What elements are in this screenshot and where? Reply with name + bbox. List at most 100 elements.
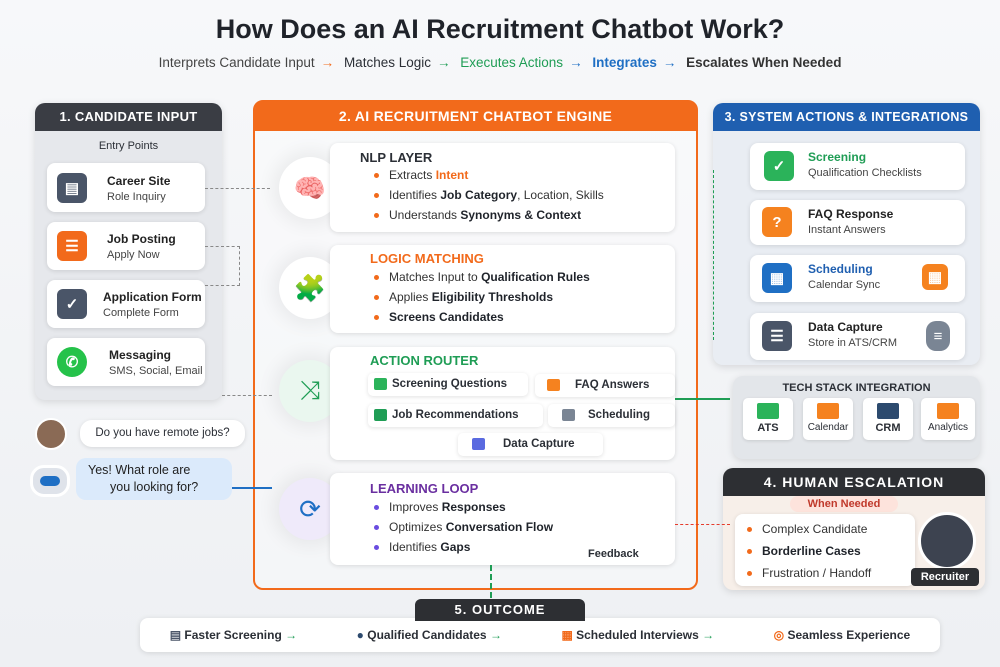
escalation-list: Complex Candidate Borderline Cases Frust… [735,514,915,586]
clipboard-icon: ☰ [57,231,87,261]
flow-step: Interprets Candidate Input [158,55,315,70]
chip-scheduling[interactable]: Scheduling [548,404,675,427]
section-title: LOGIC MATCHING [370,251,484,266]
panel-header: 3. SYSTEM ACTIONS & INTEGRATIONS [713,103,980,131]
panel-header: 4. HUMAN ESCALATION [723,468,985,496]
card-subtitle: SMS, Social, Email [109,365,203,377]
bot-avatar [30,465,70,497]
question-bubble-icon: ? [762,207,792,237]
bullet-list: Matches Input to Qualification Rules App… [374,267,590,327]
when-needed-badge: When Needed [790,496,898,512]
outcome-header: 5. OUTCOME [415,599,585,621]
bullet-bold: Job Category [440,188,518,202]
action-router-card: ACTION ROUTER Screening Questions FAQ An… [330,347,675,460]
tech-crm[interactable]: CRM [863,398,913,440]
target-icon: ◎ [773,628,788,642]
form-check-icon: ✓ [57,289,87,319]
bullet-bold: Gaps [440,540,471,554]
ats-icon [757,403,779,419]
escalation-item: Borderline Cases [762,544,861,558]
tech-label: CRM [875,422,901,434]
chip-data-capture[interactable]: Data Capture [458,433,603,456]
bullet-list: Improves Responses Optimizes Conversatio… [374,497,553,557]
user-chat-bubble: Do you have remote jobs? [80,420,245,447]
browser-icon: ▤ [57,173,87,203]
bullet-text: Identifies [389,540,441,554]
tech-analytics[interactable]: Analytics [921,398,975,440]
card-subtitle: Calendar Sync [808,279,881,291]
card-title: Career Site [107,174,171,188]
candidate-avatar [35,418,67,450]
arrow-icon: → [320,55,335,70]
checklist-icon: ✓ [764,151,794,181]
recruiter-avatar [918,512,976,570]
user-icon: ● [356,628,368,642]
section-title: ACTION ROUTER [370,353,479,368]
chip-faq-answers[interactable]: FAQ Answers [535,374,675,397]
calendar-icon: ▦ [762,263,792,293]
bullet-text: Optimizes [389,520,446,534]
outcome-item: ● Qualified Candidates → [356,628,502,642]
bullet-bold: Intent [435,168,469,182]
recruiter-label: Recruiter [911,568,979,586]
outcome-bar: ▤ Faster Screening → ● Qualified Candida… [140,618,940,652]
page-title: How Does an AI Recruitment Chatbot Work? [215,14,785,44]
escalation-item: Complex Candidate [762,522,868,536]
bullet-text: Understands [389,208,461,222]
bullet-text: Identifies [389,188,441,202]
tech-label: Analytics [927,422,968,433]
human-escalation-panel: 4. HUMAN ESCALATION When Needed Complex … [723,468,985,590]
card-subtitle: Qualification Checklists [808,167,922,179]
connector [490,565,492,598]
bullet-bold: Screens Candidates [389,310,504,324]
card-title: Job Posting [107,232,176,246]
bullet-text: Applies [389,290,432,304]
tech-calendar[interactable]: Calendar [803,398,853,440]
chip-label: Data Capture [503,438,575,450]
card-title: Messaging [109,348,172,362]
outcome-item: ▤ Faster Screening → [169,628,298,642]
panel-header: 2. AI RECRUITMENT CHATBOT ENGINE [255,101,696,131]
flow-step: Escalates When Needed [686,55,842,70]
connector [232,487,272,489]
arrow-icon: → [436,55,451,70]
bullet-bold: Conversation Flow [445,520,554,534]
panel-header: 1. CANDIDATE INPUT [35,103,222,131]
section-title: TECH STACK INTEGRATION [782,382,931,394]
tech-label: Calendar [807,422,849,433]
bullet-text: Extracts [389,168,436,182]
message-icon [374,378,387,390]
flow-step: Matches Logic [343,55,431,70]
chip-label: FAQ Answers [575,379,650,391]
chip-job-recommendations[interactable]: Job Recommendations [368,404,543,427]
chip-screening-questions[interactable]: Screening Questions [368,373,528,396]
escalation-item: Frustration / Handoff [762,566,872,580]
checklist-icon: ▤ [169,628,185,642]
logic-matching-card: LOGIC MATCHING Matches Input to Qualific… [330,245,675,333]
feedback-label: Feedback [588,548,639,560]
analytics-icon [937,403,959,419]
flow-step: Executes Actions [460,55,564,70]
crm-icon [877,403,899,419]
connector [205,188,270,189]
card-title: FAQ Response [808,207,894,221]
tech-label: ATS [757,422,779,434]
card-subtitle: Apply Now [107,249,160,261]
tech-stack-panel: TECH STACK INTEGRATION ATS Calendar CRM … [733,376,980,459]
learning-loop-card: LEARNING LOOP Improves Responses Optimiz… [330,473,675,565]
question-icon [547,379,560,391]
process-flow: Interprets Candidate Input → Matches Logi… [0,55,1000,70]
document-icon [472,438,485,450]
tech-ats[interactable]: ATS [743,398,793,440]
chip-label: Job Recommendations [392,409,519,421]
outcome-item: ◎ Seamless Experience [773,628,911,642]
